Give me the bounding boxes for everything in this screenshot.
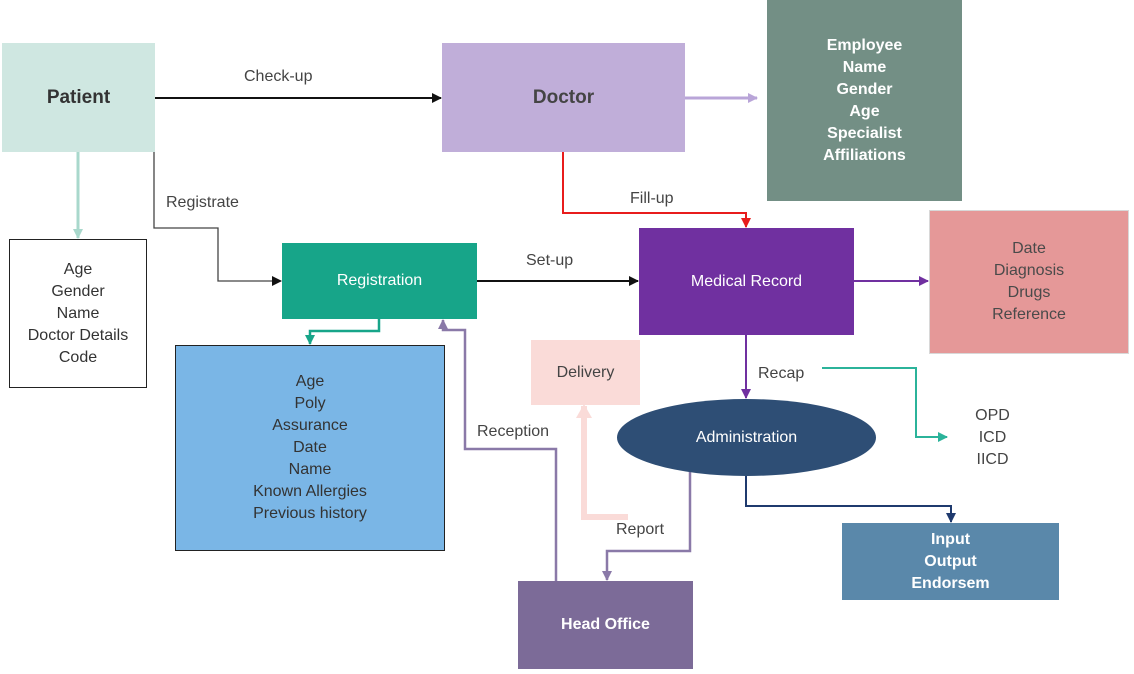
edge-label-setup: Set-up <box>526 252 574 269</box>
employee-info-line: Age <box>849 102 880 120</box>
employee-info-line: Name <box>842 58 887 76</box>
delivery-node: Delivery <box>531 340 640 405</box>
edge-registration-info <box>305 319 381 345</box>
head-office-node: Head Office <box>518 581 693 669</box>
employee-info-line: Specialist <box>827 124 902 142</box>
edge-delivery <box>576 404 628 520</box>
admin-code-line: ICD <box>978 429 1007 446</box>
delivery-label: Delivery <box>556 363 615 381</box>
edge-label-reception: Reception <box>477 423 550 440</box>
admin-codes-node: OPD ICD IICD <box>960 405 1025 471</box>
patient-info-line: Gender <box>51 282 105 300</box>
administration-node: Administration <box>617 399 876 476</box>
edge-label-report: Report <box>616 521 665 538</box>
registration-info-line: Assurance <box>272 417 348 434</box>
patient-label: Patient <box>46 86 111 108</box>
patient-info-line: Doctor Details <box>27 326 129 344</box>
employee-info-line: Employee <box>826 36 903 54</box>
edge-report <box>602 471 692 581</box>
registration-label: Registration <box>336 272 423 289</box>
edge-label-fillup: Fill-up <box>630 190 674 207</box>
registration-info-line: Date <box>293 439 327 456</box>
edge-label-registrate: Registrate <box>166 194 239 211</box>
registration-info-line: Poly <box>294 395 326 412</box>
record-info-line: Diagnosis <box>993 262 1065 279</box>
registration-info-line: Age <box>295 373 325 390</box>
patient-node: Patient <box>2 43 155 152</box>
medical-record-label: Medical Record <box>690 272 803 290</box>
edge-fillup <box>562 152 751 228</box>
record-info-line: Date <box>1012 240 1046 257</box>
edge-label-checkup: Check-up <box>244 68 313 85</box>
patient-info-line: Code <box>58 348 98 366</box>
doctor-label: Doctor <box>532 86 595 108</box>
output-line: Output <box>924 552 977 570</box>
employee-info-line: Gender <box>836 80 893 98</box>
administration-label: Administration <box>695 428 798 446</box>
record-info-line: Drugs <box>1007 284 1051 301</box>
doctor-node: Doctor <box>442 43 685 152</box>
employee-info-node: Employee Name Gender Age Specialist Affi… <box>767 0 962 201</box>
registration-info-line: Known Allergies <box>253 483 367 500</box>
record-info-node: Date Diagnosis Drugs Reference <box>929 210 1129 354</box>
output-node: Input Output Endorsem <box>842 523 1059 600</box>
admin-code-line: OPD <box>975 407 1010 424</box>
registration-node: Registration <box>282 243 477 319</box>
registration-info-line: Previous history <box>253 505 367 522</box>
registration-info-node: Age Poly Assurance Date Name Known Aller… <box>175 345 445 551</box>
output-line: Endorsem <box>911 574 990 592</box>
output-line: Input <box>930 530 971 548</box>
edge-admin-output <box>745 476 956 523</box>
registration-info-line: Name <box>288 461 332 478</box>
edge-recap <box>822 367 948 442</box>
edge-reception <box>438 319 558 581</box>
medical-record-node: Medical Record <box>639 228 854 335</box>
record-info-line: Reference <box>992 306 1066 323</box>
edge-registrate <box>153 152 282 286</box>
admin-code-line: IICD <box>976 451 1009 468</box>
head-office-label: Head Office <box>561 616 650 633</box>
patient-info-line: Age <box>63 260 93 278</box>
employee-info-line: Affiliations <box>823 146 906 164</box>
patient-info-node: Age Gender Name Doctor Details Code <box>9 239 147 388</box>
edge-label-recap: Recap <box>758 365 805 382</box>
patient-info-line: Name <box>56 304 100 322</box>
